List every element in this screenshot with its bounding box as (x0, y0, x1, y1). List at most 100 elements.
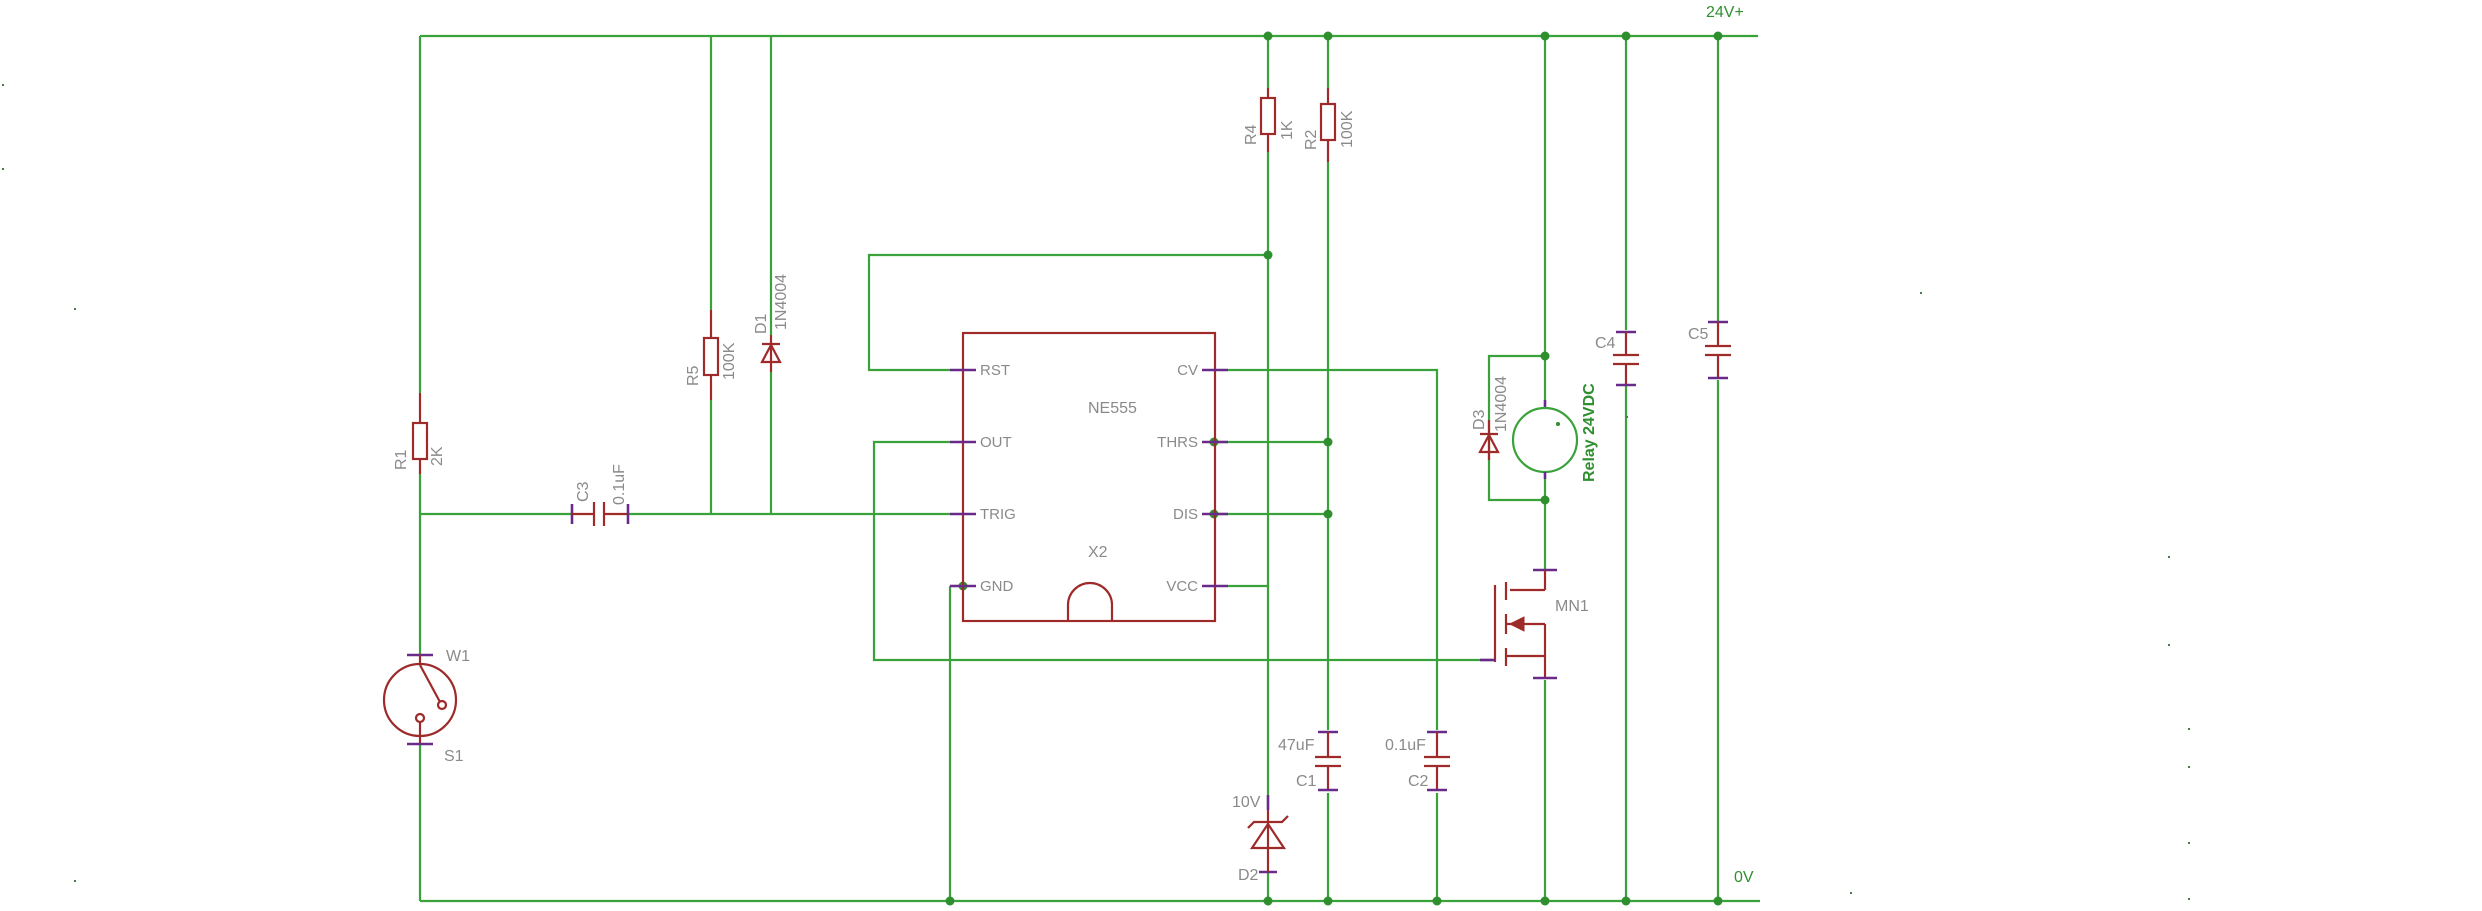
pin-label-dis: DIS (1173, 506, 1198, 523)
capacitor-c4: C4 (1595, 330, 1639, 387)
resistor-r1: R1 2K (393, 393, 446, 474)
mosfet-mn1: MN1 (1480, 568, 1589, 680)
relay-coil: Relay 24VDC (1511, 383, 1598, 482)
speck (2168, 644, 2170, 646)
junction-dot (1323, 31, 1333, 41)
junction-dot (1263, 31, 1273, 41)
speck (2168, 556, 2170, 558)
relay-circle (1511, 406, 1579, 474)
ic-notch (1066, 581, 1114, 621)
junction-dot (1323, 437, 1333, 447)
switch-label-w1: W1 (446, 648, 470, 665)
speck (2, 168, 4, 170)
d2-value: 10V (1232, 794, 1261, 811)
c2-value: 0.1uF (1385, 737, 1426, 754)
pin-label-cv: CV (1177, 362, 1198, 379)
d3-triangle (1478, 432, 1500, 454)
ic-body (961, 331, 1217, 623)
r1-value: 2K (429, 446, 446, 466)
r4-ref: R4 (1243, 124, 1260, 145)
r2-value: 100K (1339, 110, 1356, 148)
r4-body (1259, 96, 1277, 136)
mn1-ref: MN1 (1555, 598, 1589, 615)
c3-ref: C3 (575, 481, 592, 502)
junction-dot (1540, 351, 1550, 361)
c2-ref: C2 (1408, 773, 1429, 790)
junction-dot (1323, 509, 1333, 519)
speck (1850, 892, 1852, 894)
rail-0v-label: 0V (1734, 869, 1754, 886)
wires (418, 34, 1760, 903)
capacitor-c5: C5 (1688, 320, 1731, 380)
junction-dot (1263, 896, 1273, 906)
d3-ref: D3 (1471, 409, 1488, 430)
switch-contact (414, 712, 426, 724)
speck (1920, 292, 1922, 294)
pin-label-thrs: THRS (1157, 434, 1198, 451)
r5-ref: R5 (685, 365, 702, 386)
junction-dot (1323, 896, 1333, 906)
rail-24v-label: 24V+ (1706, 4, 1744, 21)
switch-w1-s1: W1 S1 (382, 648, 470, 765)
r2-body (1319, 102, 1337, 142)
junction-dot (1263, 250, 1273, 260)
r2-ref: R2 (1303, 129, 1320, 150)
d1-triangle (760, 342, 782, 364)
pin-label-gnd: GND (980, 578, 1014, 595)
speck (1626, 416, 1628, 418)
d1-value: 1N4004 (773, 274, 790, 330)
d3-value: 1N4004 (1493, 376, 1510, 432)
r1-body (411, 421, 429, 461)
ic-name: NE555 (1088, 400, 1137, 417)
relay-value: Relay 24VDC (1581, 383, 1598, 482)
cv-c2-wire (1228, 368, 1439, 730)
switch-label-s1: S1 (444, 748, 464, 765)
capacitor-c3: C3 0.1uF (570, 464, 630, 526)
diode-d3: D3 1N4004 (1471, 376, 1510, 460)
resistor-r2: R2 100K (1303, 88, 1356, 162)
r1-ref: R1 (393, 449, 410, 470)
pin-label-rst: RST (980, 362, 1010, 379)
d2-ref: D2 (1238, 867, 1259, 884)
diode-d1: D1 1N4004 (753, 274, 790, 372)
junction-dot (1540, 495, 1550, 505)
junction-dot (1621, 31, 1631, 41)
resistor-r5: R5 100K (685, 310, 738, 400)
out-gate-wire (872, 440, 1492, 662)
junction-dots (945, 31, 1723, 906)
zener-d2: 10V D2 (1232, 794, 1289, 884)
r5-value: 100K (721, 342, 738, 380)
ic-ref: X2 (1088, 544, 1108, 561)
rst-loop-wire (867, 253, 1268, 372)
r4-value: 1K (1279, 120, 1296, 140)
mn1-arrow (1508, 616, 1525, 632)
relay-dot (1556, 422, 1560, 426)
switch-arm (419, 664, 441, 703)
junction-dot (1540, 896, 1550, 906)
capacitor-c2: 0.1uF C2 (1385, 730, 1450, 792)
c5-ref: C5 (1688, 326, 1709, 343)
capacitor-c1: 47uF C1 (1278, 730, 1341, 792)
resistor-r4: R4 1K (1243, 88, 1296, 152)
d2-cathode-bar (1247, 815, 1289, 829)
stray-specks (2, 84, 2190, 900)
speck (74, 308, 76, 310)
r5-body (702, 336, 720, 377)
c1-value: 47uF (1278, 737, 1315, 754)
junction-dot (1432, 896, 1442, 906)
speck (74, 880, 76, 882)
switch-contact (436, 699, 448, 711)
speck (2188, 842, 2190, 844)
pin-label-trig: TRIG (980, 506, 1016, 523)
junction-dot (945, 896, 955, 906)
pin-label-vcc: VCC (1166, 578, 1198, 595)
ne555-ic: RST OUT TRIG GND CV THRS DIS VCC NE555 X… (950, 331, 1228, 623)
c3-value: 0.1uF (611, 464, 628, 505)
junction-dot (1713, 31, 1723, 41)
c1-ref: C1 (1296, 773, 1317, 790)
speck (2188, 766, 2190, 768)
c4-ref: C4 (1595, 335, 1616, 352)
junction-dot (1621, 896, 1631, 906)
speck (2188, 728, 2190, 730)
